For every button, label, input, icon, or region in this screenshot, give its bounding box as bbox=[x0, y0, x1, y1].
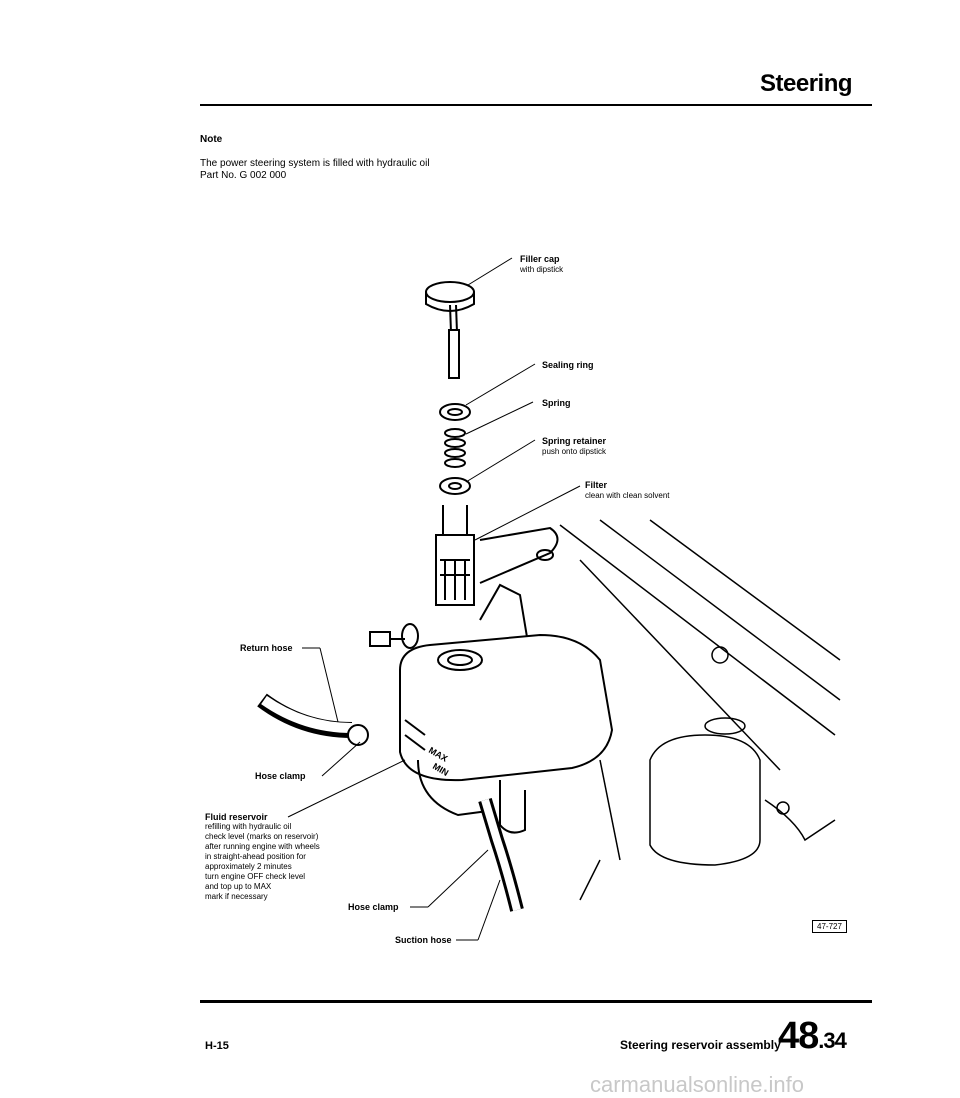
label-sealing-ring: Sealing ring bbox=[542, 360, 594, 370]
watermark: carmanualsonline.info bbox=[590, 1072, 805, 1097]
section-number-sub: .34 bbox=[818, 1028, 847, 1053]
filler-cap-drawing bbox=[425, 281, 475, 379]
sealing-ring-drawing bbox=[439, 403, 471, 421]
bracket-drawing bbox=[479, 526, 559, 584]
label-filter: Filter clean with clean solvent bbox=[585, 480, 670, 500]
label-return-hose: Return hose bbox=[240, 643, 293, 653]
label-filler-cap: Filler cap with dipstick bbox=[520, 254, 564, 274]
page-header-title: Steering bbox=[760, 70, 853, 97]
spring-drawing bbox=[444, 428, 466, 468]
label-fluid-reservoir: Fluid reservoir refilling with hydraulic… bbox=[205, 812, 355, 902]
figure-reference: 47-727 bbox=[812, 920, 847, 933]
footer-section-title: Steering reservoir assembly bbox=[620, 1038, 781, 1052]
note-text: The power steering system is filled with… bbox=[200, 158, 560, 182]
label-spring-retainer: Spring retainer push onto dipstick bbox=[542, 436, 607, 456]
fluid-reservoir-instructions: refilling with hydraulic oil check level… bbox=[205, 822, 320, 901]
reservoir-drawing bbox=[399, 633, 614, 834]
label-spring: Spring bbox=[542, 398, 571, 408]
label-hose-clamp-top: Hose clamp bbox=[255, 771, 306, 781]
section-number-main: 48 bbox=[778, 1015, 819, 1057]
label-suction-hose: Suction hose bbox=[395, 935, 452, 945]
filter-drawing bbox=[435, 505, 475, 606]
footer-rule bbox=[200, 1000, 872, 1003]
note-heading: Note bbox=[200, 134, 223, 145]
leader-lines bbox=[287, 257, 581, 941]
note-line-2: Part No. G 002 000 bbox=[200, 170, 287, 181]
footer-section-number: 48.34 bbox=[778, 1015, 847, 1058]
header-rule bbox=[200, 104, 872, 106]
label-hose-clamp-bottom: Hose clamp bbox=[348, 902, 399, 912]
note-line-1: The power steering system is filled with… bbox=[200, 158, 430, 169]
footer-code: H-15 bbox=[205, 1040, 229, 1052]
engine-bay-drawing bbox=[559, 519, 841, 901]
spring-retainer-drawing bbox=[439, 477, 471, 495]
